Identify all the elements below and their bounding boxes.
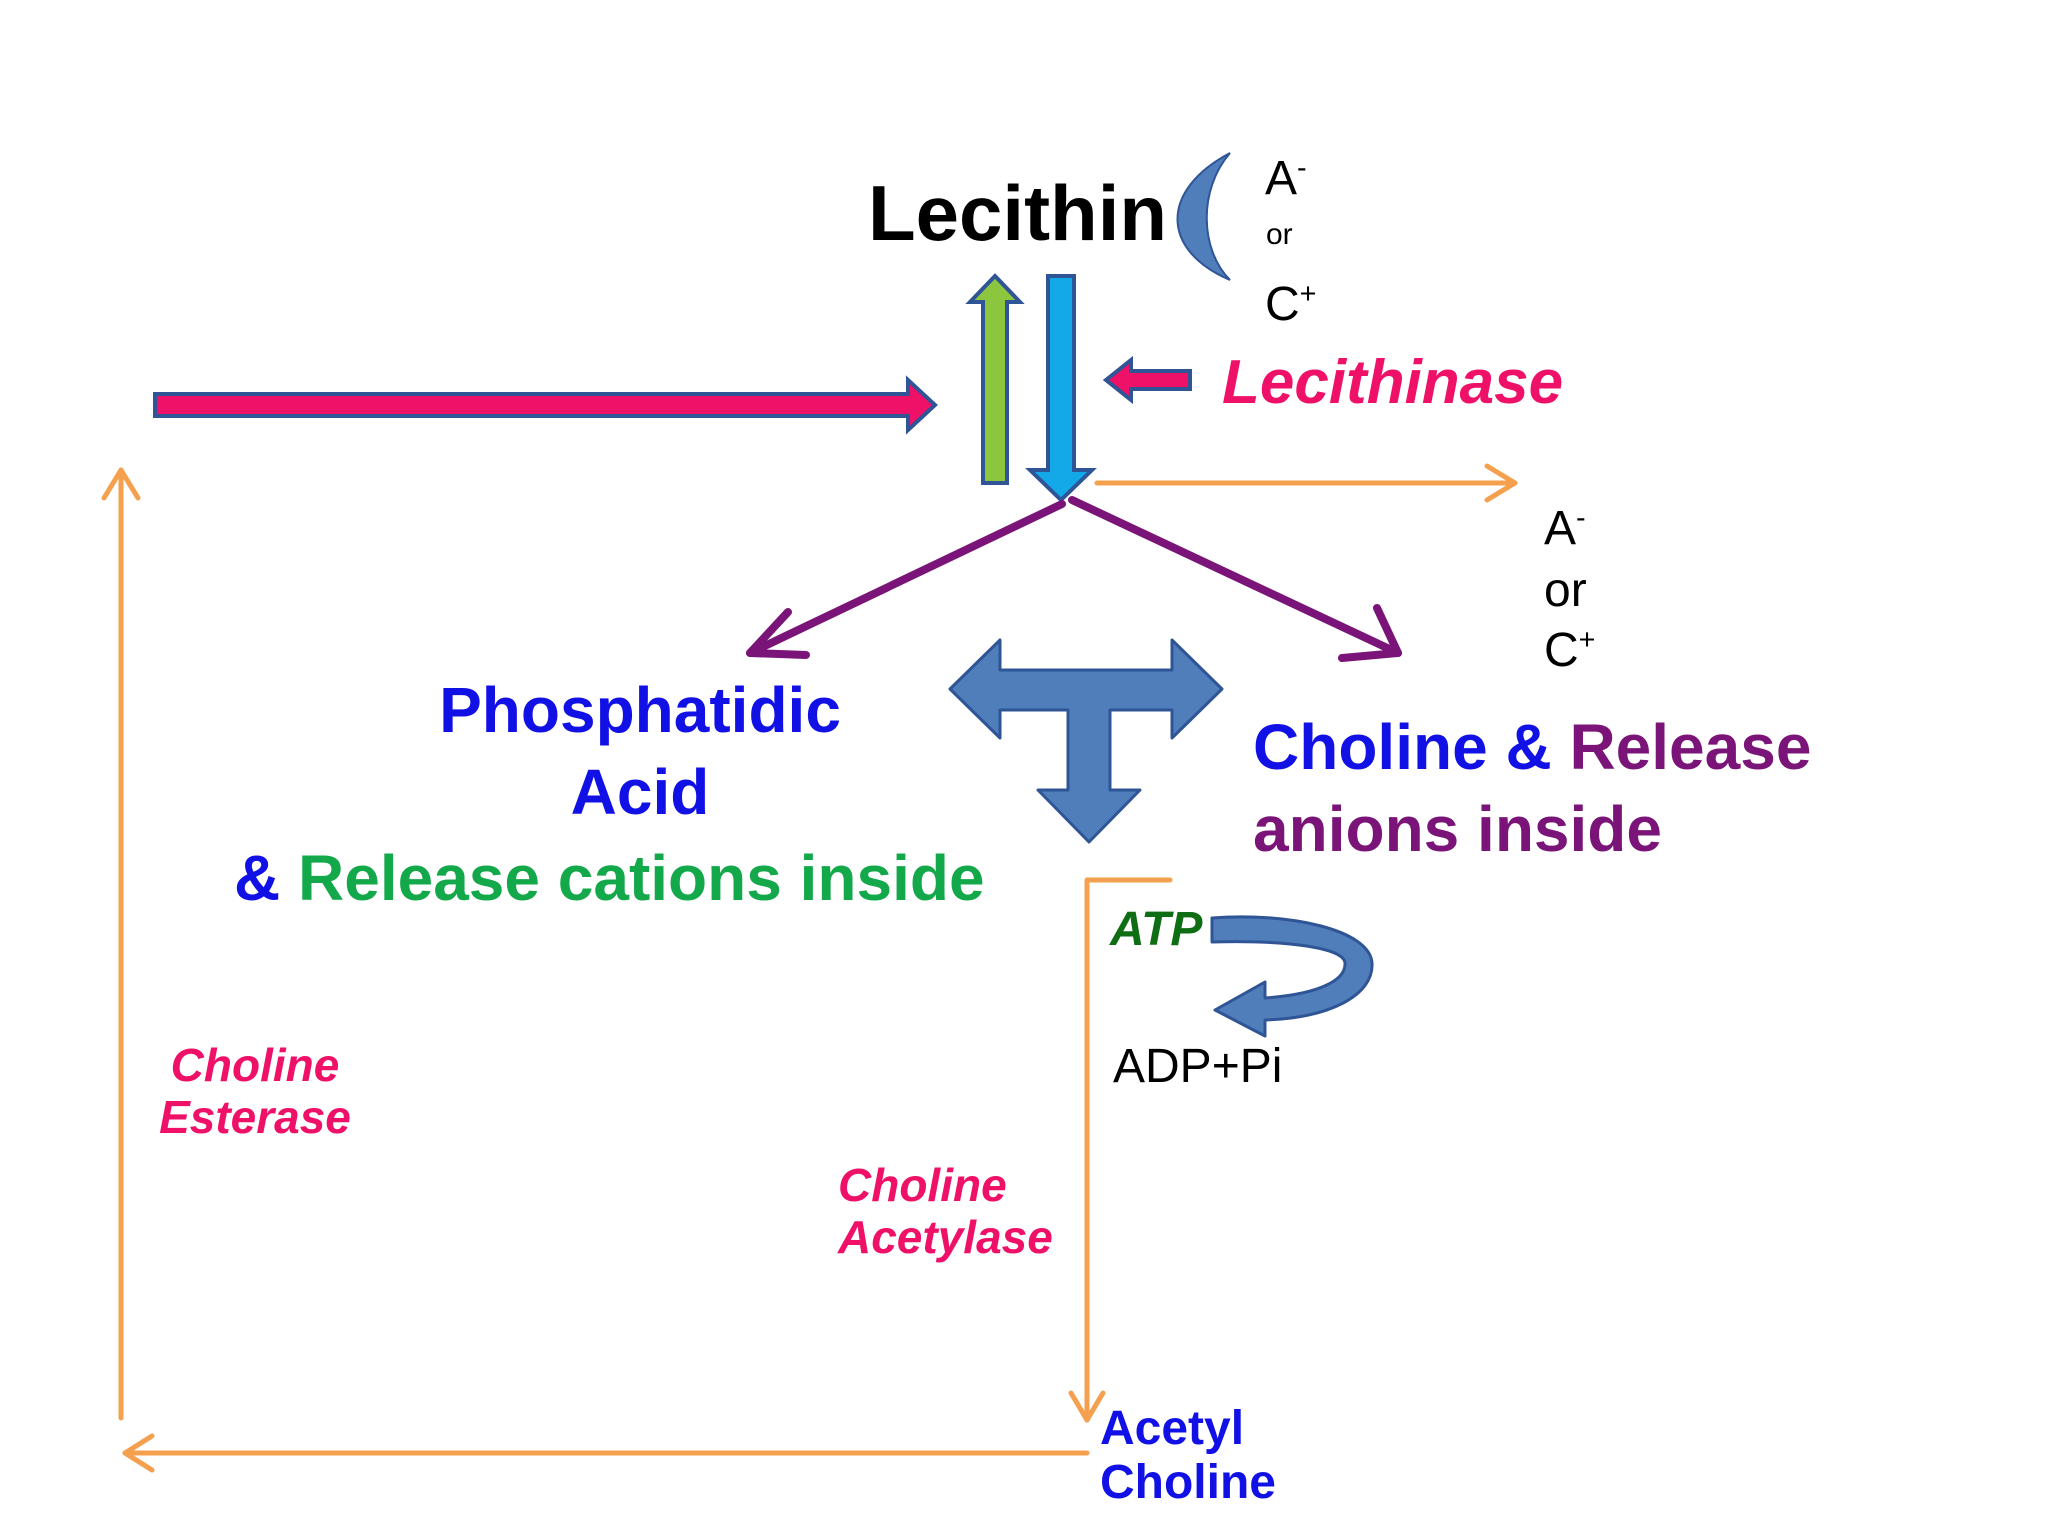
lecithinase-label: Lecithinase [1222, 348, 1564, 417]
hydrolysis-orange-arrow [122, 1433, 1090, 1473]
split-purple-arrows [746, 496, 1402, 662]
lecithin-cation-label: C+ [1265, 278, 1317, 332]
released-or-label: or [1544, 564, 1587, 617]
enzyme-pink-arrow [1102, 355, 1192, 405]
amp-symbol: & [234, 842, 281, 914]
choline-acetylase-line1: Choline [838, 1159, 1007, 1211]
acetyl-choline-line1: Acetyl [1100, 1402, 1245, 1455]
lecithin-label: Lecithin [868, 169, 1168, 257]
released-anion-label: A- [1544, 502, 1586, 556]
phosphatidic-line2: Acid [570, 756, 710, 828]
choline-esterase-label: Choline Esterase [135, 1039, 375, 1143]
release-cations-label: & Release cations inside [234, 842, 985, 915]
release-cations-text: Release cations inside [298, 842, 985, 914]
cation-charge: + [1299, 278, 1317, 310]
release-text: Release [1569, 711, 1812, 783]
released-anion-symbol: A [1544, 502, 1577, 555]
released-cation-symbol: C [1544, 624, 1579, 677]
three-way-arrow-icon [948, 638, 1224, 844]
recycle-orange-arrow [101, 467, 141, 1421]
synthesis-up-arrow [965, 273, 1025, 485]
anion-charge: - [1297, 152, 1307, 184]
atp-label: ATP [1110, 903, 1203, 956]
choline-acetylase-label: Choline Acetylase [838, 1159, 1053, 1263]
released-cation-label: C+ [1544, 624, 1596, 678]
released-cation-charge: + [1578, 624, 1596, 656]
acetyl-choline-label: Acetyl Choline [1100, 1402, 1276, 1510]
phosphatidic-label: Phosphatidic [410, 674, 870, 747]
return-pink-arrow [153, 375, 938, 435]
acetylation-orange-arrow [1068, 877, 1173, 1423]
acetyl-choline-line2: Choline [1100, 1455, 1276, 1509]
cation-symbol: C [1265, 278, 1300, 331]
anions-inside-label: anions inside [1253, 793, 1662, 865]
atp-curved-arrow [1210, 915, 1374, 1038]
acid-label: Acid [410, 756, 870, 829]
choline-acetylase-line2: Acetylase [838, 1210, 1053, 1263]
choline-esterase-line2: Esterase [159, 1090, 351, 1143]
lecithin-anion-label: A- [1265, 152, 1307, 206]
phosphatidic-line1: Phosphatidic [439, 674, 841, 746]
crescent-bracket-icon [1176, 152, 1231, 281]
choline-esterase-line1: Choline [170, 1039, 340, 1091]
anion-symbol: A [1265, 152, 1298, 205]
adp-label: ADP+Pi [1113, 1040, 1283, 1093]
hydrolysis-down-arrow [1025, 274, 1097, 503]
choline-release-label: Choline & Release [1253, 711, 1812, 784]
released-anion-charge: - [1576, 502, 1586, 534]
lecithin-or-label: or [1266, 218, 1293, 251]
ion-release-orange-arrow [1094, 463, 1518, 503]
choline-amp-text: Choline & [1253, 711, 1552, 783]
